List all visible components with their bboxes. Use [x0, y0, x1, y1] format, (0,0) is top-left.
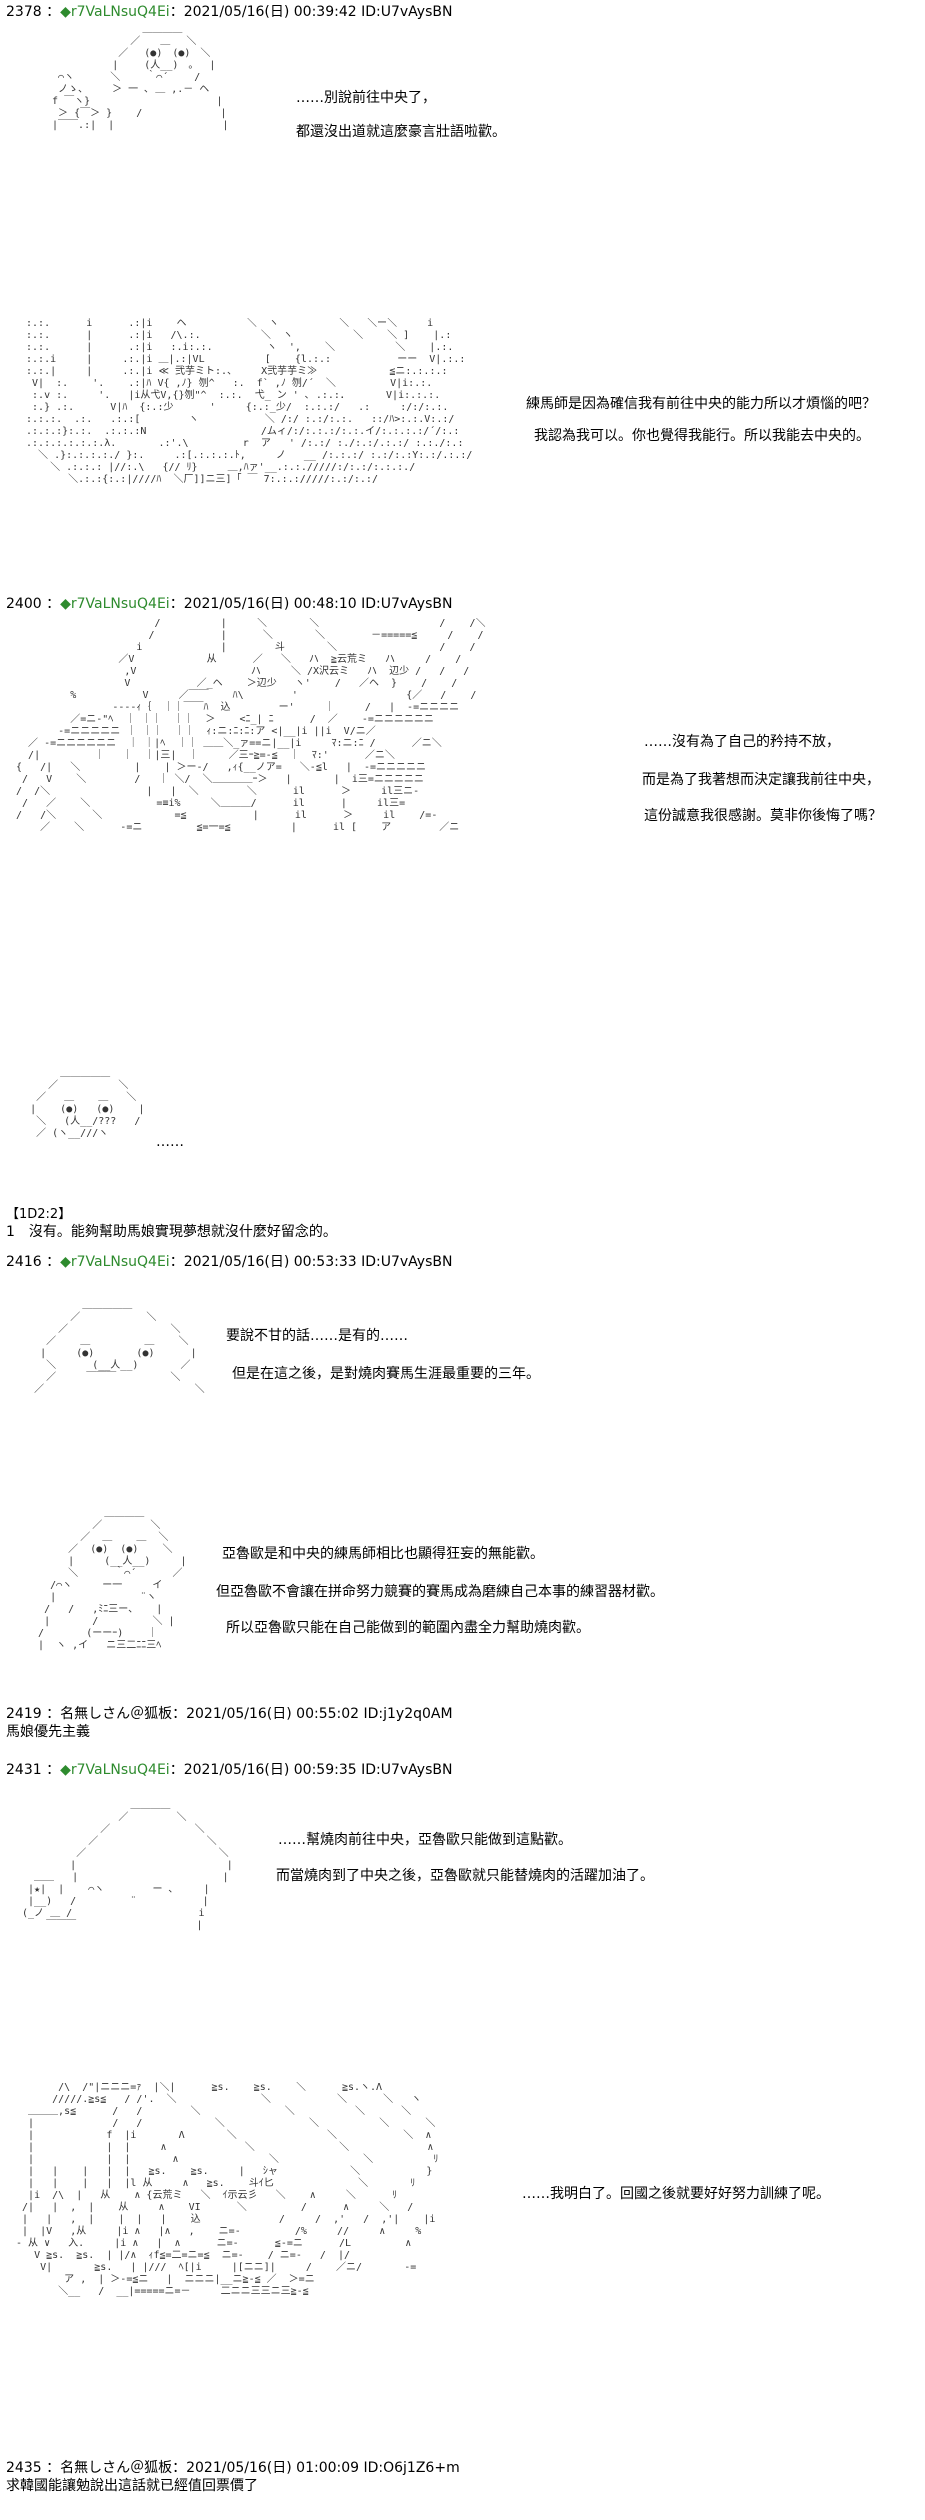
ascii-art-horse: :.:. i .:|i ヘ ＼ ヽ ＼ ＼ー＼ i :.:. | .:|i /\… — [26, 318, 473, 485]
dialogue-line: 所以亞魯歐只能在自己能做到的範圍內盡全力幫助燒肉歡。 — [226, 1620, 590, 1636]
dialogue-line: 練馬師是因為確信我有前往中央的能力所以才煩惱的吧？ — [526, 396, 876, 412]
dice-label: 【1D2:2】 — [6, 1206, 71, 1223]
post-header: 2378 ：◆r7VaLNsuQ4Ei：2021/05/16(日) 00:39:… — [6, 4, 453, 20]
dialogue-line: ……別說前往中央了， — [296, 90, 436, 106]
dialogue-line: 要說不甘的話……是有的…… — [226, 1328, 408, 1344]
poster-name[interactable]: ◆r7VaLNsuQ4Ei — [60, 596, 170, 612]
dialogue-line: 這份誠意我很感謝。莫非你後悔了嗎？ — [644, 808, 882, 824]
post-meta: 2021/05/16(日) 00:53:33 ID:U7vAysBN — [183, 1254, 453, 1270]
ascii-art-face-body: ＿＿＿＿ ／ ＼ ／ ＿ ＿ ＼ ／ (●) (●) ＼ | (__人__) |… — [38, 1508, 187, 1651]
dialogue-line: 而當燒肉到了中央之後，亞魯歐就只能替燒肉的活躍加油了。 — [276, 1868, 654, 1884]
dialogue-line: ……幫燒肉前往中央，亞魯歐只能做到這點歡。 — [278, 1832, 572, 1848]
dialogue-line: …… — [156, 1134, 184, 1150]
post-header: 2419 ：名無しさん＠狐板：2021/05/16(日) 00:55:02 ID… — [6, 1706, 453, 1722]
poster-name[interactable]: ◆r7VaLNsuQ4Ei — [60, 1762, 170, 1778]
dialogue-line: ……我明白了。回國之後就要好好努力訓練了呢。 — [522, 2186, 830, 2202]
dialogue-line: 我認為我可以。你也覺得我能行。所以我能去中央的。 — [534, 428, 870, 444]
post-meta: 2021/05/16(日) 00:59:35 ID:U7vAysBN — [183, 1762, 453, 1778]
dialogue-line: 但亞魯歐不會讓在拼命努力競賽的賽馬成為磨練自己本事的練習器材歡。 — [216, 1584, 664, 1600]
ascii-art-face: ＿＿＿＿＿ ／ ＼ ／ ＿ ＿ ＼ | (●) (●) | ＼ (人__/???… — [30, 1068, 145, 1139]
post-meta: 2021/05/16(日) 01:00:09 ID:O6j1Z6+m — [186, 2460, 460, 2476]
post-header: 2400 ：◆r7VaLNsuQ4Ei：2021/05/16(日) 00:48:… — [6, 596, 453, 612]
ascii-art-back: ＿＿＿＿ ／ ＼ ／ ＼ ／ ＼ ／ ＼ | | ＿＿ | — [22, 1800, 233, 1931]
dialogue-line: 亞魯歐是和中央的練馬師相比也顯得狂妄的無能歡。 — [222, 1546, 544, 1562]
post-number: 2419 — [6, 1706, 42, 1722]
post-body: 馬娘優先主義 — [6, 1724, 90, 1740]
poster-name[interactable]: ◆r7VaLNsuQ4Ei — [60, 1254, 170, 1270]
post-number: 2431 — [6, 1762, 42, 1778]
poster-name[interactable]: 名無しさん＠狐板 — [60, 1706, 173, 1722]
ascii-art-horse-close: / | ＼ ＼ / /＼ / | ＼ ＼ －=====≦ / / i | 斗 ＼ — [16, 618, 486, 833]
post-number: 2378 — [6, 4, 42, 20]
post-meta: 2021/05/16(日) 00:55:02 ID:j1y2q0AM — [186, 1706, 453, 1722]
ascii-art-face-sad: ＿＿＿＿＿ ／ ＼ ／ ＼ ／ ＿ ＿ ＼ | (●) (●) | ＼ (__人… — [34, 1300, 205, 1395]
poster-name[interactable]: 名無しさん＠狐板 — [60, 2460, 173, 2476]
ascii-art-mob: ＿＿＿＿ ／ ＿ ＼ ／ (●) (●) ＼ | (人__) 。 | ⌒ヽ ＼ … — [52, 24, 229, 131]
post-header: 2416 ：◆r7VaLNsuQ4Ei：2021/05/16(日) 00:53:… — [6, 1254, 453, 1270]
dialogue-line: ……沒有為了自己的矜持不放， — [644, 734, 840, 750]
post-number: 2400 — [6, 596, 42, 612]
post-number: 2416 — [6, 1254, 42, 1270]
post-meta: 2021/05/16(日) 00:39:42 ID:U7vAysBN — [183, 4, 453, 20]
post-header: 2435 ：名無しさん＠狐板：2021/05/16(日) 01:00:09 ID… — [6, 2460, 460, 2476]
post-header: 2431 ：◆r7VaLNsuQ4Ei：2021/05/16(日) 00:59:… — [6, 1762, 453, 1778]
poster-name[interactable]: ◆r7VaLNsuQ4Ei — [60, 4, 170, 20]
ascii-art-horse-final: /\ /"|ニニニ=ｧ |＼| ≧s. ≧s. ＼ ≧s.ヽ.Λ /////.≧… — [16, 2082, 439, 2297]
post-number: 2435 — [6, 2460, 42, 2476]
post-body: 求韓國能讓勉說出這話就已經值回票價了 — [6, 2478, 258, 2494]
dialogue-line: 都還沒出道就這麼豪言壯語啦歡。 — [296, 124, 506, 140]
dialogue-line: 而是為了我著想而決定讓我前往中央， — [642, 772, 880, 788]
dialogue-line: 但是在這之後，是對燒肉賽馬生涯最重要的三年。 — [232, 1366, 540, 1382]
star-icon: ★ — [34, 1884, 41, 1895]
dice-result: 1 沒有。能夠幫助馬娘實現夢想就沒什麼好留念的。 — [6, 1224, 337, 1240]
dice-roll-label: 【1D2:2】 — [6, 1207, 72, 1222]
post-meta: 2021/05/16(日) 00:48:10 ID:U7vAysBN — [183, 596, 453, 612]
